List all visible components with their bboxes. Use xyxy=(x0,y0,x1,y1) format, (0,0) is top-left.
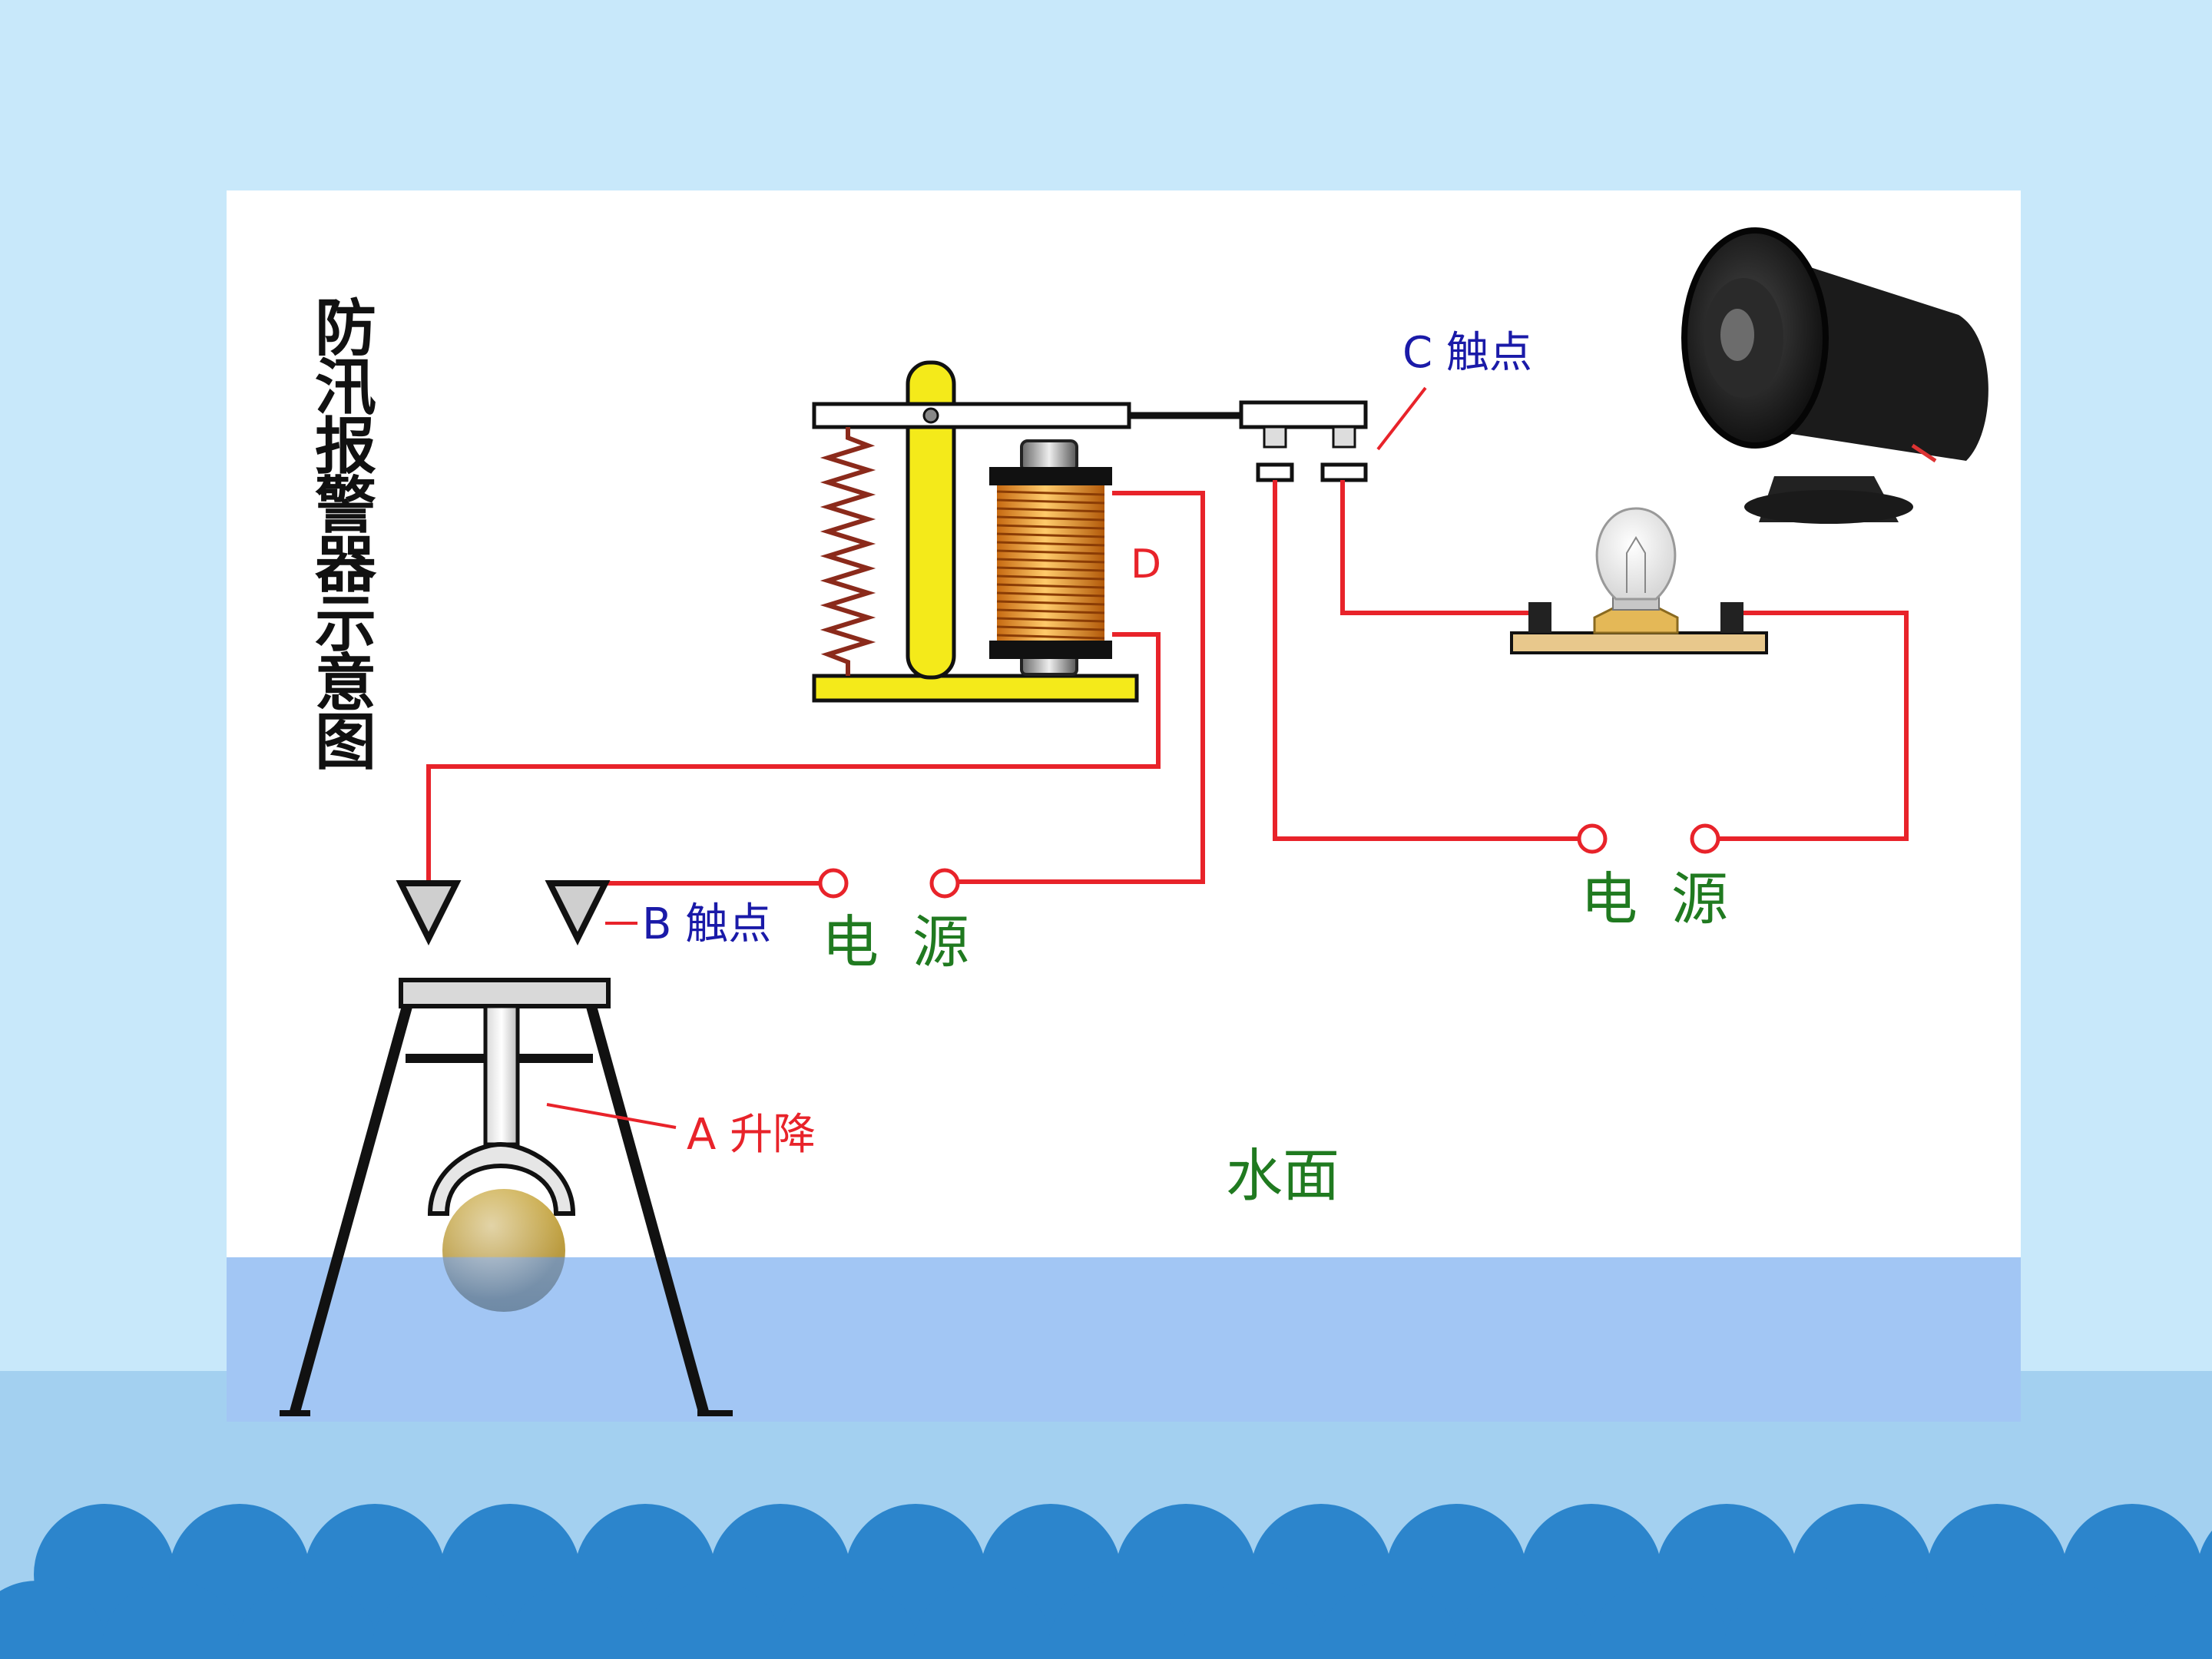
float-assembly xyxy=(280,978,733,1416)
wave-scallop xyxy=(1994,1581,2135,1659)
diagram-title-char: 警 xyxy=(315,470,376,541)
diagram-title-char: 示 xyxy=(315,588,376,660)
wave-scallop xyxy=(1048,1581,1189,1659)
wave-scallop xyxy=(1453,1581,1594,1659)
wave-scallop xyxy=(237,1581,378,1659)
wave-scallop xyxy=(2129,1581,2212,1659)
wave-scallop xyxy=(101,1581,243,1659)
relay-icon xyxy=(812,360,1368,703)
wave-scallop xyxy=(642,1581,783,1659)
diagram-title: 防汛报警器示意图 xyxy=(315,293,377,778)
label-coil-d: D xyxy=(1131,541,1161,588)
wave-scallop xyxy=(372,1581,513,1659)
spring-icon xyxy=(820,427,876,676)
label-power-right-2: 源 xyxy=(1671,866,1728,932)
lift-a-pointer xyxy=(546,1103,677,1129)
wiring xyxy=(426,480,1909,886)
wave-scallop xyxy=(1724,1581,1865,1659)
diagram-title-char: 防 xyxy=(315,293,376,364)
wave-decoration xyxy=(0,1504,2212,1659)
light-bulb-icon xyxy=(1510,507,1768,654)
label-contact-b: B 触点 xyxy=(642,899,771,949)
diagram-title-char: 器 xyxy=(315,529,377,601)
diagram-title-char: 图 xyxy=(315,707,376,778)
label-water-surface: 水面 xyxy=(1226,1143,1339,1209)
wave-scallop xyxy=(1318,1581,1459,1659)
label-power-right-1: 电 xyxy=(1581,866,1637,932)
label-lift-a: A 升降 xyxy=(687,1110,816,1160)
diagram-title-char: 汛 xyxy=(315,352,376,423)
wave-scallop xyxy=(1588,1581,1730,1659)
diagram-title-char: 报 xyxy=(315,411,376,482)
wave-scallop xyxy=(912,1581,1054,1659)
wave-scallop xyxy=(1183,1581,1324,1659)
label-contact-c: C 触点 xyxy=(1402,328,1532,378)
wave-scallop xyxy=(1859,1581,2000,1659)
diagram-title-char: 意 xyxy=(315,647,376,719)
wave-scallop xyxy=(777,1581,919,1659)
power-terminals xyxy=(818,823,1720,899)
contact-c-pair xyxy=(1256,426,1368,482)
label-power-left-2: 源 xyxy=(912,909,969,975)
label-power-left-1: 电 xyxy=(822,909,879,975)
coil-icon xyxy=(989,439,1112,676)
contact-c-pointer xyxy=(1376,386,1427,451)
horn-speaker-icon xyxy=(1681,227,1988,524)
wave-scallop xyxy=(507,1581,648,1659)
contact-cone-icon xyxy=(396,880,611,945)
wave-scallop xyxy=(0,1581,108,1659)
